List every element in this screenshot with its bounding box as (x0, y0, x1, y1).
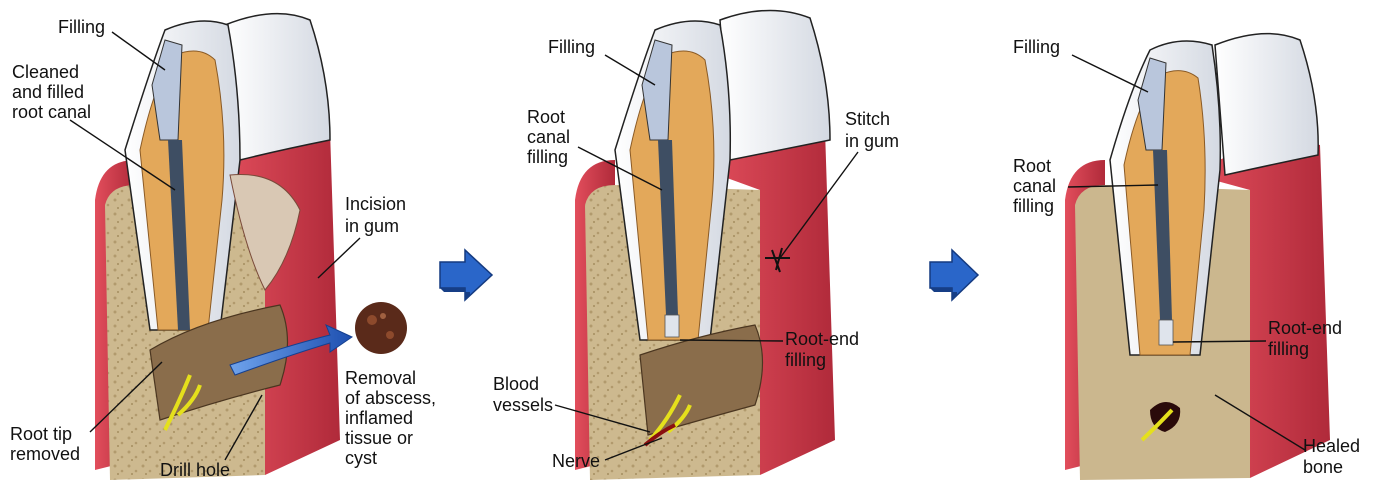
label-root-canal-filling-2: Root canal filling (527, 107, 575, 167)
root-end-filling (665, 315, 679, 337)
abscess (355, 302, 407, 354)
label-blood-vessels: Blood vessels (493, 374, 553, 415)
label-stitch-in-gum: Stitch in gum (845, 109, 899, 151)
leader-filling-3 (1072, 55, 1148, 92)
label-removal: Removal of abscess, inflamed tissue or c… (345, 368, 441, 468)
label-filling-3: Filling (1013, 37, 1060, 57)
label-root-end-filling-3: Root-end filling (1268, 318, 1347, 359)
label-root-canal-filling-3: Root canal filling (1013, 156, 1061, 216)
label-drill-hole: Drill hole (160, 460, 230, 480)
back-tooth-crown (225, 14, 330, 160)
leader-root-end-3 (1173, 341, 1266, 342)
back-tooth-crown (1215, 34, 1318, 175)
step-arrow-2 (930, 250, 978, 300)
step-arrow-1 (440, 250, 492, 300)
label-nerve: Nerve (552, 451, 600, 471)
leader-root-end-2 (680, 340, 783, 341)
root-end-filling (1159, 320, 1173, 345)
label-root-tip-removed: Root tip removed (10, 424, 80, 464)
label-filling-1: Filling (58, 17, 105, 37)
label-filling-2: Filling (548, 37, 595, 57)
label-root-end-filling-2: Root-end filling (785, 329, 864, 370)
back-tooth-crown (720, 10, 830, 160)
label-incision-in-gum: Incision in gum (345, 194, 411, 236)
panel-3 (1065, 34, 1330, 480)
label-cleaned-root-canal: Cleaned and filled root canal (12, 62, 91, 122)
panel-2 (575, 10, 835, 480)
label-healed-bone: Healed bone (1303, 436, 1365, 477)
